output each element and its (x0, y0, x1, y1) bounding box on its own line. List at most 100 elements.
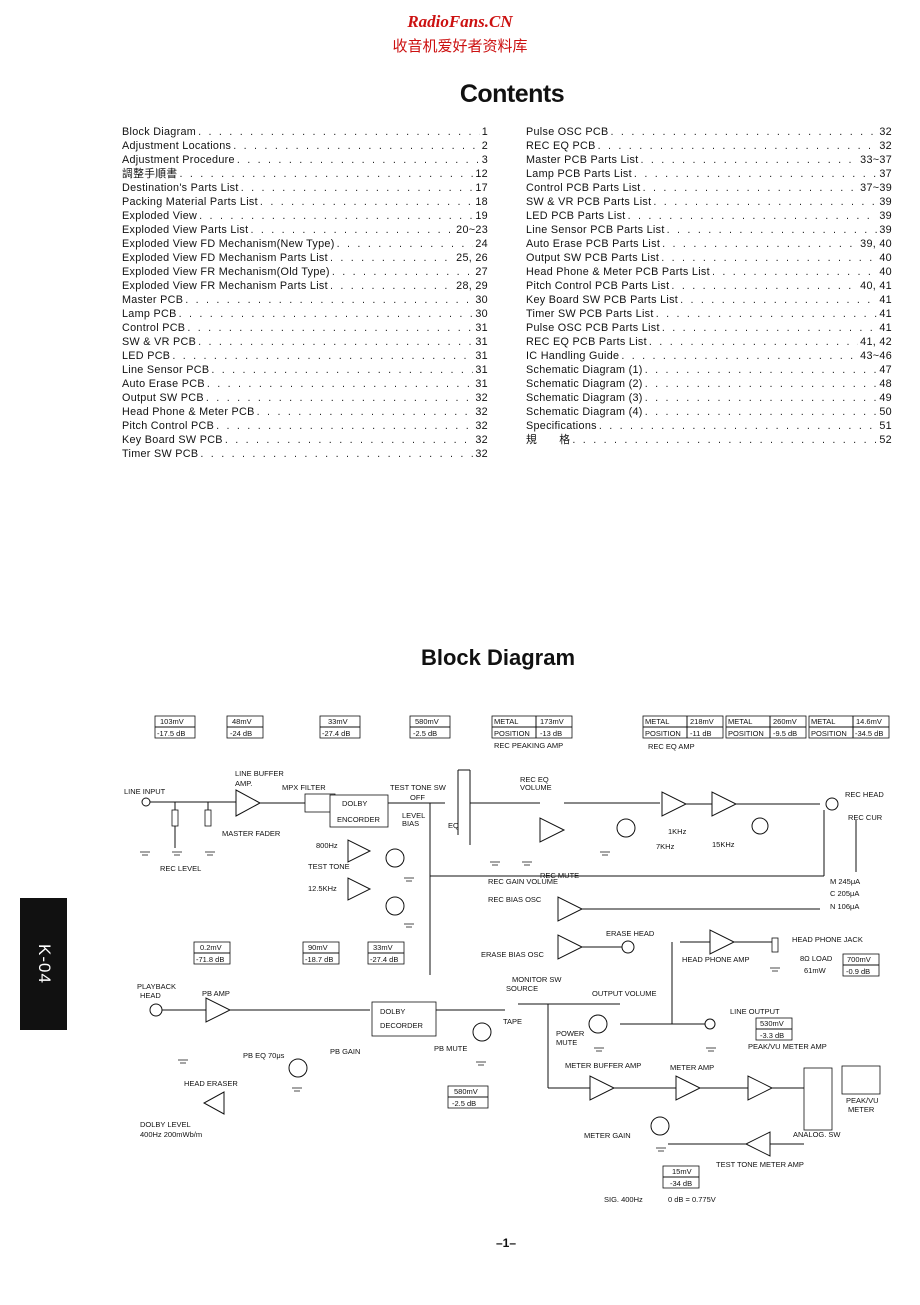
level-box-top: 260mV (773, 717, 797, 726)
toc-entry-label: Specifications (526, 420, 597, 432)
toc-entry[interactable]: Master PCB Parts List33~37 (526, 153, 892, 167)
toc-leader-dots (653, 195, 877, 209)
toc-entry[interactable]: Master PCB30 (122, 293, 488, 307)
toc-entry[interactable]: SW & VR PCB31 (122, 335, 488, 349)
toc-entry[interactable]: Timer SW PCB32 (122, 447, 488, 461)
rec-level-label: REC LEVEL (160, 864, 201, 873)
head-phone-jack (771, 937, 779, 953)
toc-entry-label: Destination's Parts List (122, 182, 239, 194)
toc-entry[interactable]: Packing Material Parts List18 (122, 195, 488, 209)
load-label: 8Ω LOAD (800, 954, 833, 963)
toc-entry-page: 51 (879, 420, 892, 432)
toc-entry[interactable]: Timer SW PCB Parts List41 (526, 307, 892, 321)
toc-entry[interactable]: Destination's Parts List17 (122, 181, 488, 195)
toc-entry[interactable]: LED PCB31 (122, 349, 488, 363)
rec-peaking-amp-label: REC PEAKING AMP (494, 741, 563, 750)
toc-entry-page: 33~37 (860, 154, 892, 166)
toc-entry[interactable]: Specifications 51 (526, 419, 892, 433)
rec-cur-label: REC CUR (848, 813, 883, 822)
model-tab: K-04 (20, 898, 67, 1030)
toc-entry[interactable]: Head Phone & Meter PCB Parts List40 (526, 265, 892, 279)
toc-entry-page: 31 (475, 336, 488, 348)
toc-leader-dots (680, 293, 877, 307)
toc-entry-page: 41 (879, 294, 892, 306)
level-box-bottom: -34.5 dB (855, 729, 883, 738)
toc-entry[interactable]: 調整手順書12 (122, 167, 488, 181)
toc-entry[interactable]: Adjustment Procedure3 (122, 153, 488, 167)
level-box: METAL POSITION 173mV -13 dB (491, 715, 573, 739)
playback-head-label: PLAYBACK (137, 982, 176, 991)
toc-entry[interactable]: SW & VR PCB Parts List39 (526, 195, 892, 209)
toc-entry[interactable]: Lamp PCB30 (122, 307, 488, 321)
toc-entry[interactable]: Control PCB Parts List37~39 (526, 181, 892, 195)
toc-entry[interactable]: Schematic Diagram (2)48 (526, 377, 892, 391)
toc-entry[interactable]: Line Sensor PCB31 (122, 363, 488, 377)
toc-entry[interactable]: Schematic Diagram (4)50 (526, 405, 892, 419)
toc-entry[interactable]: REC EQ PCB Parts List41, 42 (526, 335, 892, 349)
toc-entry[interactable]: Pitch Control PCB32 (122, 419, 488, 433)
toc-entry-label: Pitch Control PCB (122, 420, 215, 432)
toc-entry[interactable]: Output SW PCB Parts List40 (526, 251, 892, 265)
bias-label: BIAS (402, 819, 419, 828)
toc-entry[interactable]: Key Board SW PCB32 (122, 433, 488, 447)
toc-entry-label: Line Sensor PCB (122, 364, 210, 376)
head-phone-amp (709, 929, 736, 955)
toc-entry[interactable]: Output SW PCB32 (122, 391, 488, 405)
position-label: POSITION (494, 729, 530, 738)
toc-entry[interactable]: Exploded View FD Mechanism Parts List25,… (122, 251, 488, 265)
toc-leader-dots (667, 223, 878, 237)
toc-entry-page: 32 (475, 434, 488, 446)
toc-entry-page: 39, 40 (860, 238, 892, 250)
toc-entry[interactable]: Auto Erase PCB31 (122, 377, 488, 391)
toc-entry-label: Packing Material Parts List (122, 196, 258, 208)
dolby-decorder-block (371, 1001, 437, 1037)
toc-entry-label: Exploded View FR Mechanism Parts List (122, 280, 328, 292)
toc-entry[interactable]: Exploded View FD Mechanism(New Type)24 (122, 237, 488, 251)
page-number: –1– (495, 1236, 517, 1250)
toc-entry[interactable]: Pitch Control PCB Parts List40, 41 (526, 279, 892, 293)
toc-entry[interactable]: Exploded View FR Mechanism(Old Type)27 (122, 265, 488, 279)
toc-entry[interactable]: Auto Erase PCB Parts List39, 40 (526, 237, 892, 251)
toc-entry[interactable]: LED PCB Parts List39 (526, 209, 892, 223)
rec-bias-osc-label: REC BIAS OSC (488, 895, 542, 904)
toc-entry-label: Key Board SW PCB Parts List (526, 294, 679, 306)
toc-entry[interactable]: Schematic Diagram (1)47 (526, 363, 892, 377)
toc-leader-dots (599, 419, 878, 433)
toc-entry[interactable]: REC EQ PCB32 (526, 139, 892, 153)
toc-entry-page: 52 (879, 434, 892, 446)
toc-entry[interactable]: Exploded View FR Mechanism Parts List28,… (122, 279, 488, 293)
toc-entry-label: SW & VR PCB Parts List (526, 196, 652, 208)
toc-entry[interactable]: Line Sensor PCB Parts List39 (526, 223, 892, 237)
toc-leader-dots (233, 139, 479, 153)
toc-entry[interactable]: Control PCB31 (122, 321, 488, 335)
toc-entry[interactable]: Pulse OSC PCB Parts List41 (526, 321, 892, 335)
toc-leader-dots (207, 377, 474, 391)
level-box-bottom: -34 dB (670, 1179, 692, 1188)
toc-entry[interactable]: 規 格 52 (526, 433, 892, 447)
toc-entry[interactable]: Adjustment Locations2 (122, 139, 488, 153)
peak-vu-meter-label: PEAK/VU (846, 1096, 879, 1105)
erase-bias-osc-label: ERASE BIAS OSC (481, 950, 545, 959)
toc-leader-dots (200, 447, 473, 461)
toc-entry[interactable]: Exploded View19 (122, 209, 488, 223)
decorder-label: DECORDER (380, 1021, 424, 1030)
toc-entry-label: Master PCB (122, 294, 184, 306)
level-box: 33mV -27.4 dB (367, 941, 405, 965)
toc-leader-dots (260, 195, 473, 209)
level-box-bottom: -3.3 dB (760, 1031, 784, 1040)
toc-entry[interactable]: Pulse OSC PCB32 (526, 125, 892, 139)
toc-entry-page: 43~46 (860, 350, 892, 362)
toc-leader-dots (712, 265, 877, 279)
toc-entry[interactable]: Key Board SW PCB Parts List 41 (526, 293, 892, 307)
toc-entry-label: Head Phone & Meter PCB (122, 406, 255, 418)
toc-entry-label: REC EQ PCB (526, 140, 596, 152)
toc-entry[interactable]: IC Handling Guide43~46 (526, 349, 892, 363)
toc-entry-label: 規 格 (526, 434, 571, 446)
toc-entry[interactable]: Schematic Diagram (3)49 (526, 391, 892, 405)
toc-entry[interactable]: Lamp PCB Parts List37 (526, 167, 892, 181)
toc-entry[interactable]: Exploded View Parts List20~23 (122, 223, 488, 237)
toc-leader-dots (662, 237, 858, 251)
test-tone-meter-amp-label: TEST TONE METER AMP (716, 1160, 804, 1169)
toc-entry[interactable]: Head Phone & Meter PCB32 (122, 405, 488, 419)
